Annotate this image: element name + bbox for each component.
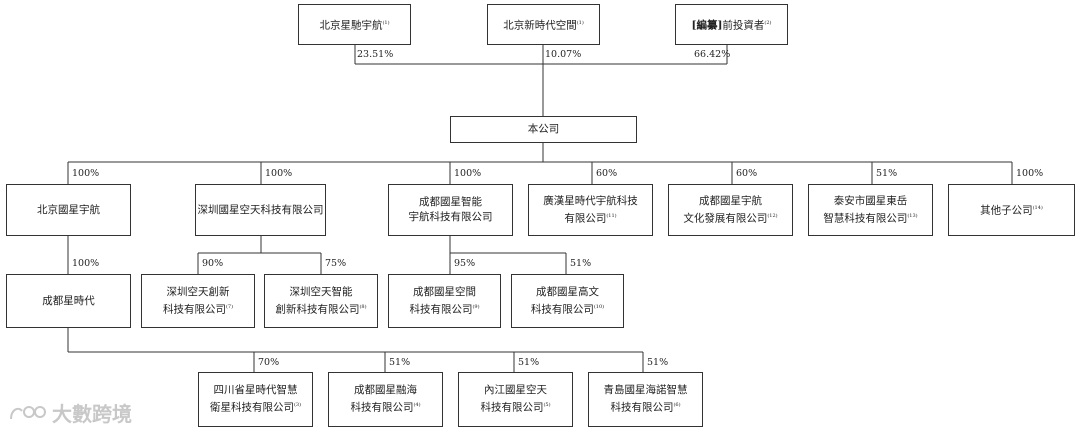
- footnote-ref: (2): [764, 19, 772, 26]
- subsidiary-name: 其他子公司: [980, 204, 1033, 217]
- ownership-pct: 51%: [570, 258, 592, 269]
- ownership-pct: 95%: [454, 258, 476, 269]
- subsidiary-box: 成都國星高文科技有限公司(10): [511, 274, 624, 328]
- subsidiary-box: 深圳空天創新科技有限公司(7): [141, 274, 255, 328]
- subsidiary-box: 深圳國星空天科技有限公司: [195, 184, 326, 236]
- footnote-ref: (1): [576, 19, 584, 26]
- subsidiary-name-line2: 科技有限公司: [480, 401, 544, 414]
- subsidiary-name-line2: 文化發展有限公司: [683, 212, 768, 225]
- footnote-ref: (9): [472, 303, 480, 310]
- shareholder-box: [編纂]前投資者(2): [675, 4, 788, 45]
- subsidiary-box: 成都國星融海科技有限公司(4): [328, 372, 443, 427]
- ownership-pct: 100%: [454, 168, 482, 179]
- footnote-ref: (6): [673, 402, 681, 409]
- footnote-ref: (14): [1032, 205, 1043, 212]
- subsidiary-name: 深圳國星空天科技有限公司: [197, 203, 324, 216]
- ownership-pct: 51%: [518, 357, 540, 368]
- subsidiary-name-line2: 科技有限公司: [610, 401, 674, 414]
- subsidiary-box: 廣漢星時代宇航科技有限公司(11): [528, 184, 653, 236]
- ownership-pct: 51%: [647, 357, 669, 368]
- ownership-pct: 66.42%: [694, 49, 731, 60]
- footnote-ref: (5): [543, 402, 551, 409]
- shareholder-box: 北京星馳宇航(1): [298, 4, 411, 45]
- ownership-pct: 70%: [258, 357, 280, 368]
- shareholder-name: 北京星馳宇航: [319, 19, 383, 32]
- footnote-ref: (13): [907, 212, 918, 219]
- subsidiary-name: 成都國星宇航: [698, 194, 762, 207]
- shareholder-name: 前投資者: [722, 19, 765, 32]
- ownership-pct: 100%: [72, 258, 100, 269]
- footnote-ref: (1): [382, 19, 390, 26]
- subsidiary-box: 泰安市國星東岳智慧科技有限公司(13): [808, 184, 933, 236]
- subsidiary-name-line2: 創新科技有限公司: [275, 303, 360, 316]
- ownership-pct: 10.07%: [545, 49, 582, 60]
- ownership-pct: 100%: [72, 168, 100, 179]
- subsidiary-name: 泰安市國星東岳: [833, 194, 908, 207]
- subsidiary-box: 其他子公司(14): [948, 184, 1075, 236]
- subsidiary-name: 四川省星時代智慧: [213, 384, 298, 397]
- subsidiary-box: 成都國星宇航文化發展有限公司(12): [668, 184, 793, 236]
- subsidiary-name: 成都國星空間: [413, 285, 476, 298]
- redacted-label: [編纂]: [691, 19, 723, 32]
- company-box: 本公司: [450, 116, 637, 143]
- subsidiary-name: 成都國星智能: [419, 196, 482, 208]
- company-name: 本公司: [527, 123, 560, 135]
- subsidiary-name-line2: 宇航科技有限公司: [408, 211, 493, 223]
- ownership-pct: 90%: [202, 258, 224, 269]
- subsidiary-box: 成都國星智能宇航科技有限公司: [388, 184, 513, 236]
- ownership-pct: 60%: [736, 168, 758, 179]
- nose-logo-icon: [10, 405, 46, 419]
- subsidiary-box: 成都星時代: [6, 274, 131, 328]
- ownership-pct: 100%: [265, 168, 293, 179]
- footnote-ref: (7): [225, 303, 234, 310]
- shareholder-box: 北京新時代空間(1): [487, 4, 600, 45]
- subsidiary-name: 深圳空天智能: [289, 285, 353, 298]
- footnote-ref: (8): [359, 303, 367, 310]
- ownership-pct: 60%: [596, 168, 618, 179]
- subsidiary-name: 深圳空天創新: [166, 285, 230, 298]
- ownership-pct: 51%: [389, 357, 411, 368]
- footnote-ref: (12): [767, 212, 778, 219]
- subsidiary-box: 北京國星宇航: [6, 184, 131, 236]
- subsidiary-box: 內江國星空天科技有限公司(5): [458, 372, 573, 427]
- subsidiary-name: 內江國星空天: [484, 384, 547, 397]
- subsidiary-name: 北京國星宇航: [37, 203, 100, 216]
- subsidiary-name-line2: 科技有限公司: [350, 401, 414, 414]
- footnote-ref: (3): [293, 402, 302, 409]
- subsidiary-name: 成都國星高文: [535, 285, 599, 298]
- subsidiary-box: 青島國星海諾智慧科技有限公司(6): [588, 372, 703, 427]
- watermark-text: 大數跨境: [52, 402, 132, 426]
- subsidiary-name: 廣漢星時代宇航科技: [543, 194, 638, 207]
- ownership-pct: 75%: [325, 258, 347, 269]
- subsidiary-name-line2: 智慧科技有限公司: [823, 212, 908, 225]
- subsidiary-name-line2: 有限公司: [564, 212, 607, 225]
- subsidiary-name-line2: 科技有限公司: [530, 303, 594, 316]
- subsidiary-name: 成都星時代: [42, 294, 95, 307]
- footnote-ref: (4): [413, 402, 421, 409]
- subsidiary-box: 深圳空天智能創新科技有限公司(8): [264, 274, 378, 328]
- footnote-ref: (11): [606, 212, 617, 219]
- ownership-pct: 100%: [1016, 168, 1044, 179]
- shareholder-name: 北京新時代空間: [503, 19, 577, 32]
- footnote-ref: (10): [593, 303, 605, 310]
- ownership-pct: 51%: [876, 168, 898, 179]
- subsidiary-name-line2: 科技有限公司: [409, 303, 473, 316]
- watermark: 大數跨境: [8, 398, 132, 427]
- subsidiary-name-line2: 科技有限公司: [162, 303, 226, 316]
- subsidiary-box: 成都國星空間科技有限公司(9): [388, 274, 501, 328]
- subsidiary-box: 四川省星時代智慧衛星科技有限公司(3): [198, 372, 313, 427]
- ownership-pct: 23.51%: [357, 49, 394, 60]
- subsidiary-name: 成都國星融海: [354, 384, 417, 397]
- subsidiary-name: 青島國星海諾智慧: [603, 384, 688, 397]
- subsidiary-name-line2: 衛星科技有限公司: [209, 401, 294, 414]
